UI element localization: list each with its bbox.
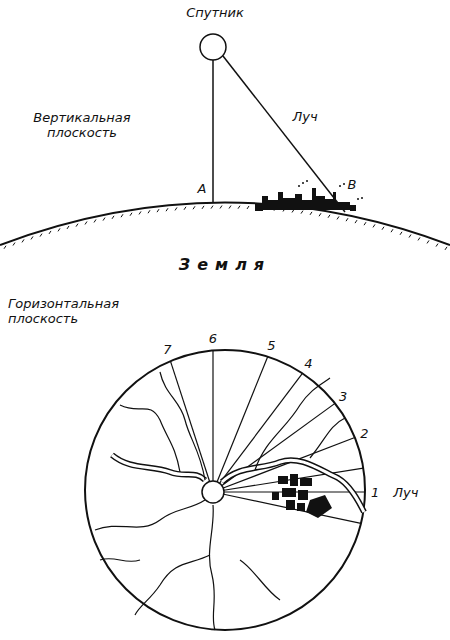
stipple-stroke	[139, 211, 141, 214]
stipple-stroke	[445, 247, 447, 250]
satellite-point	[202, 481, 224, 503]
stipple-stroke	[436, 244, 438, 247]
stipple-stroke	[85, 221, 87, 224]
ray-line	[224, 494, 361, 523]
stipple-stroke	[220, 206, 222, 209]
stipple-stroke	[49, 231, 51, 234]
stipple-stroke	[418, 237, 420, 240]
city-map	[272, 474, 332, 518]
stipple-stroke	[67, 226, 69, 229]
stipple-stroke	[94, 219, 96, 222]
callout-number: 2	[360, 426, 368, 441]
stipple-stroke	[175, 207, 177, 210]
stipple-stroke	[355, 220, 357, 223]
stipple-stroke	[373, 224, 375, 227]
stipple-stroke	[391, 229, 393, 232]
stipple-stroke	[157, 209, 159, 212]
stipple-stroke	[211, 206, 213, 209]
stipple-stroke	[337, 216, 339, 219]
stipple-stroke	[58, 228, 60, 231]
stipple-stroke	[319, 213, 321, 216]
stipple-stroke	[193, 206, 195, 209]
stipple-stroke	[40, 234, 42, 237]
point-label: А	[198, 181, 207, 196]
stipple-stroke	[184, 207, 186, 210]
beam-line	[223, 56, 345, 212]
stipple-stroke	[400, 232, 402, 235]
stipple-stroke	[202, 206, 204, 209]
stipple-stroke	[328, 215, 330, 218]
stipple-stroke	[310, 212, 312, 215]
rivers	[95, 372, 364, 630]
stipple-stroke	[13, 243, 15, 246]
earth-label: Земля	[179, 257, 271, 272]
point-label: В	[348, 177, 357, 192]
stipple-stroke	[229, 206, 231, 209]
stipple-stroke	[238, 206, 240, 209]
stipple-stroke	[22, 239, 24, 242]
callout-number: 4	[304, 356, 312, 371]
stipple-stroke	[427, 240, 429, 243]
beam-label: Луч	[292, 109, 317, 124]
stipple-stroke	[4, 246, 6, 249]
stipple-stroke	[121, 214, 123, 217]
stipple-stroke	[364, 222, 366, 225]
satellite	[200, 34, 226, 60]
vertical-line	[212, 60, 214, 203]
stipple-stroke	[382, 227, 384, 230]
earth-shading	[4, 206, 447, 250]
stipple-stroke	[409, 235, 411, 238]
beam-label: Луч	[393, 485, 418, 500]
callout-number: 7	[163, 342, 171, 357]
stipple-stroke	[301, 211, 303, 214]
ray-lines	[170, 351, 365, 524]
satellite-label: Спутник	[186, 5, 244, 20]
stipple-stroke	[31, 236, 33, 239]
ray-line	[212, 351, 213, 481]
stipple-stroke	[103, 218, 105, 221]
stipple-stroke	[166, 208, 168, 211]
plane-label: Горизонтальная плоскость	[8, 296, 143, 326]
plane-label: Вертикальная плоскость	[20, 110, 145, 140]
callout-number: 1	[371, 485, 379, 500]
map-circle	[85, 350, 365, 630]
earth-surface	[0, 203, 450, 246]
callout-number: 3	[339, 389, 347, 404]
stipple-stroke	[112, 216, 114, 219]
stipple-stroke	[148, 210, 150, 213]
stipple-stroke	[76, 224, 78, 227]
ray-line	[217, 357, 268, 482]
callout-number: 5	[267, 338, 275, 353]
stipple-stroke	[247, 206, 249, 209]
callout-number: 6	[209, 331, 217, 346]
stipple-stroke	[130, 213, 132, 216]
stipple-stroke	[346, 218, 348, 221]
ray-line	[170, 361, 209, 481]
city-silhouette	[255, 188, 356, 211]
